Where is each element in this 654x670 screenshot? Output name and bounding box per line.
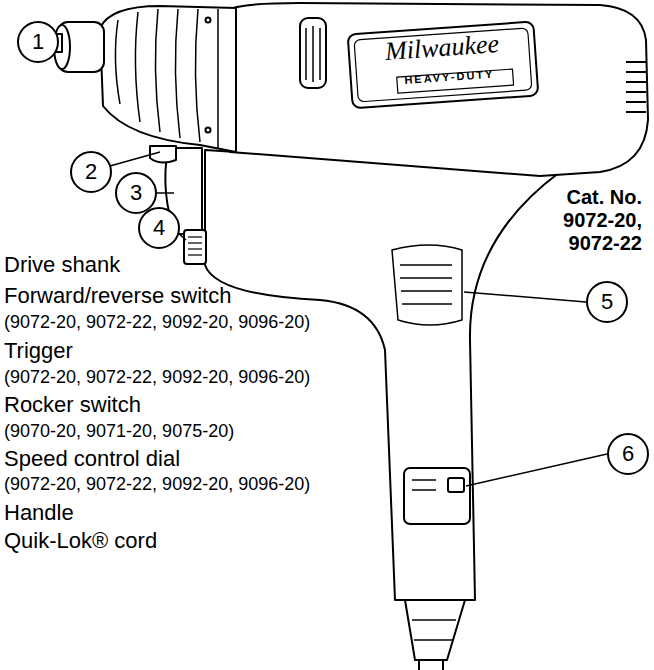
side-vent — [300, 18, 326, 88]
brand-tagline: HEAVY-DUTY — [404, 68, 495, 87]
model-numbers: (9072-20, 9072-22, 9092-20, 9096-20) — [4, 366, 310, 388]
callout-number: 2 — [70, 151, 112, 193]
part-name: Handle — [4, 500, 74, 526]
callout-text: 3 — [130, 182, 142, 204]
quik-lok-button — [448, 478, 464, 492]
callout-text: 6 — [622, 443, 634, 465]
callout-text: 4 — [153, 217, 165, 239]
callout-text: 1 — [32, 31, 44, 53]
catalog-number: Cat. No. 9072-20, 9072-22 — [546, 186, 642, 255]
motor-housing — [228, 3, 648, 176]
cord-protector — [405, 600, 465, 660]
callout-number: 1 — [17, 21, 59, 63]
brand-logo: Milwaukee — [384, 28, 500, 67]
callout-text: 2 — [85, 161, 97, 183]
model-numbers: (9070-20, 9071-20, 9075-20) — [4, 420, 234, 442]
callout-number: 5 — [586, 281, 628, 323]
callout-text: 5 — [601, 291, 613, 313]
part-name: Rocker switch — [4, 392, 141, 418]
part-name: Quik-Lok® cord — [4, 528, 157, 554]
part-name: Trigger — [4, 338, 73, 364]
part-name: Drive shank — [4, 252, 120, 278]
quik-lok-housing — [404, 468, 470, 524]
dial-ridges — [188, 237, 202, 255]
part-name: Forward/reverse switch — [4, 283, 231, 309]
model-numbers: (9072-20, 9072-22, 9092-20, 9096-20) — [4, 311, 310, 333]
part-name: Speed control dial — [4, 446, 180, 472]
speed-dial — [184, 230, 206, 264]
callout-number: 4 — [138, 207, 180, 249]
callout-number: 6 — [607, 433, 649, 475]
grip-lines — [392, 245, 462, 325]
brand-badge — [348, 22, 539, 109]
cord — [419, 660, 443, 670]
fins — [115, 9, 218, 148]
model-numbers: (9072-20, 9072-22, 9092-20, 9096-20) — [4, 473, 310, 495]
rear-vents — [626, 62, 646, 112]
gear-case — [100, 6, 236, 152]
